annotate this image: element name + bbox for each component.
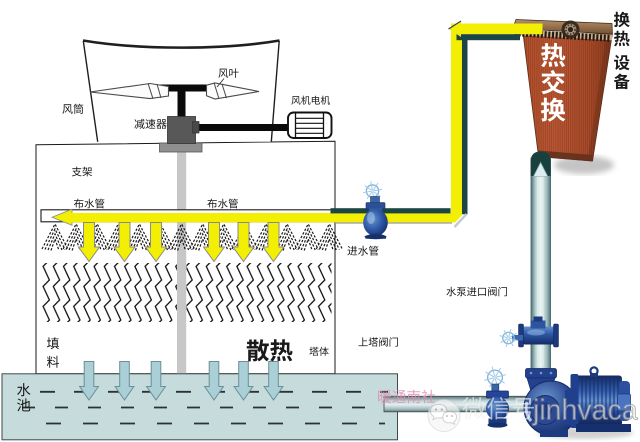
svg-text:jinhvaca: jinhvaca — [532, 395, 638, 427]
